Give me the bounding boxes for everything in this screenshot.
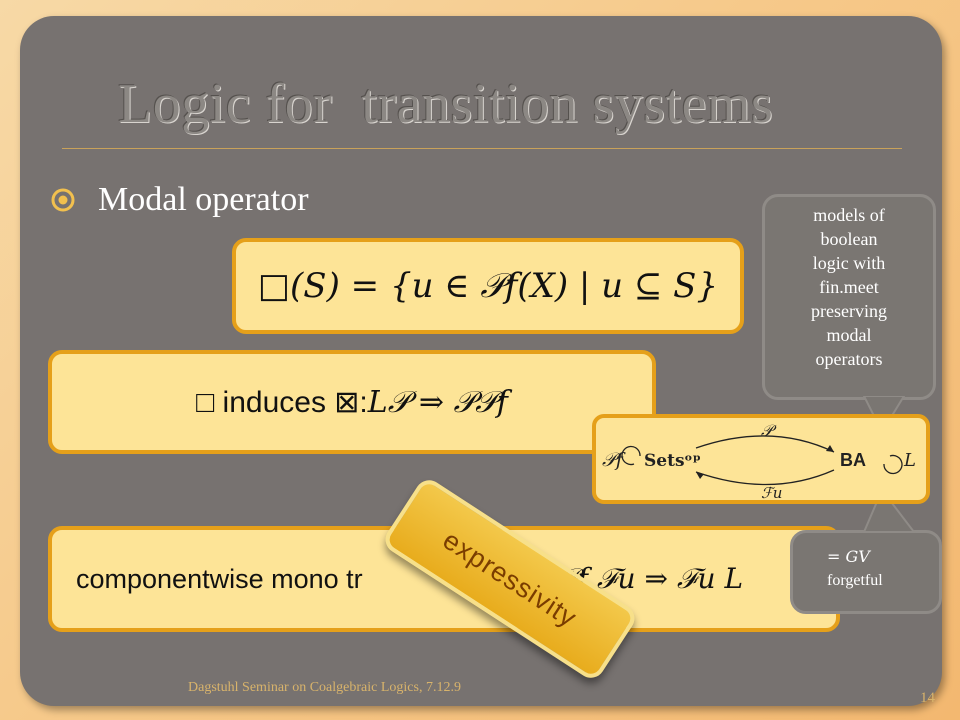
diagram-ba-label: BA [840, 450, 866, 470]
target-bullet-icon [51, 188, 75, 212]
induces-box: □ induces ⊠: L𝒫 ⇒ 𝒫𝒫f [48, 350, 656, 454]
induces-formula: L𝒫 ⇒ 𝒫𝒫f [367, 384, 508, 420]
title-divider [62, 148, 902, 149]
bullet-text: Modal operator [98, 181, 309, 218]
bullet-item: Modal operator [50, 180, 309, 220]
diagram-left-label: 𝒫f [602, 449, 626, 471]
callout-line: forgetful [827, 572, 883, 589]
callout-line: operators [815, 349, 883, 369]
adjunction-diagram: 𝒫f Setsᵒᵖ 𝒫 ℱu BA L [592, 414, 930, 504]
page-number: 14 [920, 690, 935, 706]
componentwise-lead-text: componentwise mono tr [76, 563, 363, 594]
callout-line: models of [813, 205, 885, 225]
callout-bottom-pointer [862, 488, 917, 533]
modal-definition-formula: □(S) = {u ∈ 𝒫f(X) | u ⊆ S} [257, 266, 719, 306]
footer-text: Dagstuhl Seminar on Coalgebraic Logics, … [188, 680, 461, 695]
induces-lead-text: □ induces ⊠: [196, 385, 368, 419]
callout-boolean-logic: models of boolean logic with fin.meet pr… [762, 194, 936, 400]
diagram-top-arrow-label: 𝒫 [761, 421, 777, 440]
diagram-sets-label: Setsᵒᵖ [644, 451, 701, 471]
callout-line: preserving [811, 301, 887, 321]
diagram-bottom-arrow-label: ℱu [761, 484, 782, 500]
callout-line: boolean [820, 229, 878, 249]
callout-line: modal [826, 325, 872, 345]
modal-definition-box: □(S) = {u ∈ 𝒫f(X) | u ⊆ S} [232, 238, 744, 334]
callout-line: fin.meet [819, 277, 879, 297]
adjunction-diagram-svg: 𝒫f Setsᵒᵖ 𝒫 ℱu BA L [602, 421, 916, 502]
slide-title: Logic for transition systems [118, 73, 774, 135]
callout-line: = GV [827, 547, 870, 566]
callout-forgetful: = GV forgetful [790, 530, 942, 614]
callout-line: logic with [812, 253, 886, 273]
diagram-right-label: L [903, 450, 916, 471]
